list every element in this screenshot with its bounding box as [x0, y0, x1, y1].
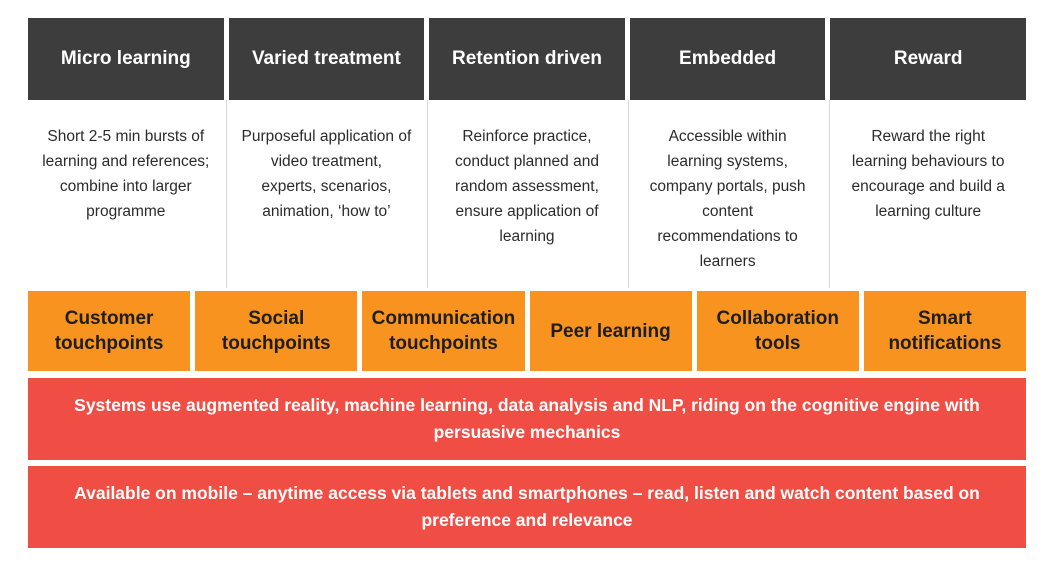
- column-divider: [628, 100, 629, 288]
- pillar-retention-driven: Retention driven Reinforce practice, con…: [429, 18, 625, 288]
- touchpoint-label: Peer learning: [550, 320, 671, 342]
- pillar-embedded: Embedded Accessible within learning syst…: [629, 18, 826, 288]
- pillar-title: Reward: [830, 18, 1026, 100]
- systems-band-text: Systems use augmented reality, machine l…: [74, 395, 980, 442]
- column-divider: [226, 100, 227, 288]
- mobile-band: Available on mobile – anytime access via…: [28, 466, 1026, 548]
- touchpoint-label: Customer touchpoints: [54, 308, 164, 354]
- pillar-description: Accessible within learning systems, comp…: [649, 128, 806, 270]
- pillar-description-box: Short 2-5 min bursts of learning and ref…: [28, 100, 224, 288]
- column-divider: [829, 100, 830, 288]
- pillar-micro-learning: Micro learning Short 2-5 min bursts of l…: [28, 18, 224, 288]
- touchpoints-row: Customer touchpoints Social touchpoints …: [28, 291, 1026, 371]
- pillar-description-box: Reinforce practice, conduct planned and …: [429, 100, 625, 288]
- pillar-description-box: Purposeful application of video treatmen…: [229, 100, 425, 288]
- touchpoint-label: Social touchpoints: [221, 308, 331, 354]
- pillar-description: Short 2-5 min bursts of learning and ref…: [42, 128, 210, 220]
- pillar-description-box: Accessible within learning systems, comp…: [630, 100, 826, 288]
- touchpoint-peer-learning: Peer learning: [529, 291, 692, 371]
- pillars-row: Micro learning Short 2-5 min bursts of l…: [28, 18, 1026, 288]
- pillar-description: Reward the right learning behaviours to …: [851, 128, 1005, 220]
- pillar-title: Retention driven: [429, 18, 625, 100]
- pillar-title: Varied treatment: [228, 18, 425, 100]
- touchpoint-label: Collaboration tools: [716, 308, 839, 354]
- touchpoint-customer: Customer touchpoints: [28, 291, 191, 371]
- pillar-description-box: Reward the right learning behaviours to …: [830, 100, 1026, 288]
- touchpoint-social: Social touchpoints: [195, 291, 358, 371]
- pillar-title: Micro learning: [28, 18, 224, 100]
- pillar-description: Reinforce practice, conduct planned and …: [455, 128, 599, 245]
- pillar-description: Purposeful application of video treatmen…: [241, 128, 412, 220]
- pillar-varied-treatment: Varied treatment Purposeful application …: [228, 18, 425, 288]
- pillar-title: Embedded: [629, 18, 826, 100]
- touchpoint-communication: Communication touchpoints: [362, 291, 525, 371]
- systems-band: Systems use augmented reality, machine l…: [28, 378, 1026, 460]
- touchpoint-smart-notifications: Smart notifications: [863, 291, 1026, 371]
- mobile-band-text: Available on mobile – anytime access via…: [74, 483, 980, 530]
- column-divider: [427, 100, 428, 288]
- touchpoint-label: Communication touchpoints: [371, 308, 516, 354]
- pillar-reward: Reward Reward the right learning behavio…: [830, 18, 1026, 288]
- touchpoint-collaboration: Collaboration tools: [696, 291, 859, 371]
- touchpoint-label: Smart notifications: [888, 308, 1002, 354]
